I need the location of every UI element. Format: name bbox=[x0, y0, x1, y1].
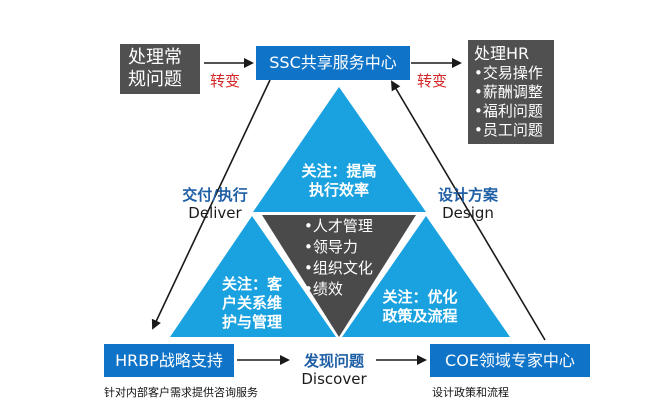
coe-label: COE领域专家中心 bbox=[445, 351, 575, 370]
hr-item: •员工问题 bbox=[474, 121, 543, 139]
routine-issues-line1: 处理常 bbox=[128, 47, 182, 68]
deliver-label: 交付/执行 Deliver bbox=[178, 186, 252, 222]
triangle-left-line1: 关注：客 bbox=[221, 275, 282, 293]
discover-en: Discover bbox=[301, 370, 367, 388]
routine-issues-line2: 规问题 bbox=[128, 69, 182, 90]
center-item: •绩效 bbox=[304, 280, 343, 298]
center-focus-list: •人才管理 •领导力 •组织文化 •绩效 bbox=[304, 216, 373, 300]
triangle-top bbox=[253, 87, 426, 212]
triangle-top-line1: 关注：提高 bbox=[301, 162, 377, 180]
triangle-right-line2: 政策及流程 bbox=[382, 307, 458, 325]
triangle-left-line2: 户关系维 bbox=[221, 294, 282, 312]
triangle-left-text: 关注：客 户关系维 护与管理 bbox=[212, 275, 292, 332]
design-cn: 设计方案 bbox=[437, 186, 498, 204]
center-item: •人才管理 bbox=[304, 217, 373, 235]
arrow-ssc-to-hrbp bbox=[151, 79, 271, 330]
transfer-label-right: 转变 bbox=[417, 72, 448, 90]
design-label: 设计方案 Design bbox=[432, 186, 504, 222]
hr-item: •交易操作 bbox=[474, 64, 543, 82]
hrbp-label: HRBP战略支持 bbox=[115, 351, 223, 370]
hrbp-box: HRBP战略支持 bbox=[104, 344, 234, 377]
ssc-center-label: SSC共享服务中心 bbox=[269, 53, 397, 72]
discover-label: 发现问题 Discover bbox=[296, 352, 372, 388]
center-item: •领导力 bbox=[304, 238, 358, 256]
triangle-center bbox=[262, 215, 416, 337]
ssc-center-box: SSC共享服务中心 bbox=[256, 46, 410, 80]
triangle-left bbox=[170, 216, 336, 337]
arrow-coe-to-ssc bbox=[390, 80, 546, 341]
coe-caption: 设计政策和流程 bbox=[432, 386, 509, 399]
deliver-cn: 交付/执行 bbox=[182, 186, 248, 204]
hrbp-caption: 针对内部客户需求提供咨询服务 bbox=[104, 386, 258, 399]
hr-processing-title: 处理HR bbox=[474, 44, 530, 63]
deliver-en: Deliver bbox=[188, 204, 242, 222]
transfer-label-left: 转变 bbox=[210, 72, 241, 90]
triangle-right-line1: 关注：优化 bbox=[382, 288, 458, 306]
center-item: •组织文化 bbox=[304, 259, 373, 277]
coe-box: COE领域专家中心 bbox=[430, 344, 590, 377]
triangle-left-line3: 护与管理 bbox=[221, 313, 282, 331]
triangle-right bbox=[342, 216, 510, 337]
hr-item: •薪酬调整 bbox=[474, 83, 543, 101]
discover-cn: 发现问题 bbox=[303, 352, 364, 370]
hr-processing-box: 处理HR •交易操作 •薪酬调整 •福利问题 •员工问题 bbox=[468, 40, 554, 144]
triangle-right-text: 关注：优化 政策及流程 bbox=[370, 288, 470, 326]
routine-issues-box: 处理常 规问题 bbox=[120, 44, 200, 94]
design-en: Design bbox=[442, 204, 494, 222]
triangle-top-line2: 执行效率 bbox=[308, 181, 369, 199]
hr-item: •福利问题 bbox=[474, 102, 543, 120]
triangle-top-text: 关注：提高 执行效率 bbox=[293, 162, 385, 200]
